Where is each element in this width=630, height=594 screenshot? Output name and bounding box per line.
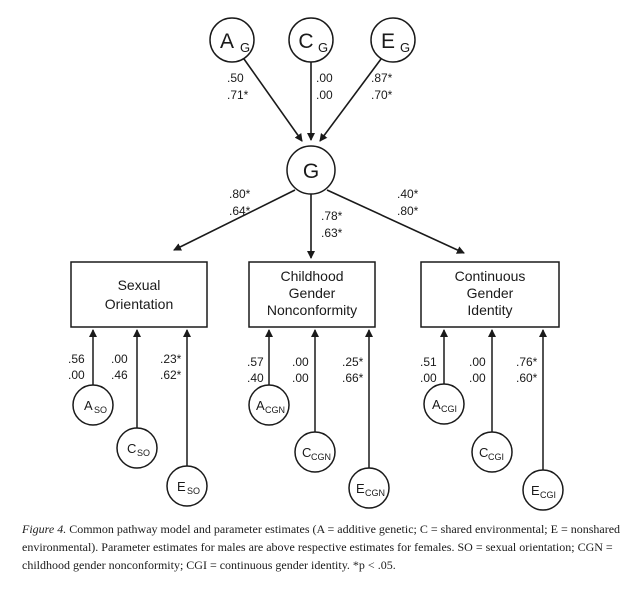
node-ccgi-letter: C bbox=[479, 445, 488, 460]
node-aso: A SO bbox=[72, 384, 114, 426]
path-g-to-so bbox=[173, 189, 296, 251]
path-eg-female: .70* bbox=[371, 88, 393, 102]
path-ccgn-male: .00 bbox=[292, 355, 309, 369]
node-cg-sub: G bbox=[318, 40, 328, 55]
path-cg-female: .00 bbox=[316, 88, 333, 102]
figure-label: Figure 4. bbox=[22, 522, 67, 536]
box-so-line-2: Orientation bbox=[105, 296, 173, 312]
path-ecgi-female: .60* bbox=[516, 371, 538, 385]
box-cgi-line-2: Gender bbox=[467, 285, 514, 301]
path-ccgi-female: .00 bbox=[469, 371, 486, 385]
path-ecgi-male: .76* bbox=[516, 355, 538, 369]
node-ecgi: E CGI bbox=[522, 469, 564, 511]
path-eso-female: .62* bbox=[160, 368, 182, 382]
path-acgn-male: .57 bbox=[247, 355, 264, 369]
node-acgn-sub: CGN bbox=[265, 405, 285, 415]
node-aso-sub: SO bbox=[94, 405, 107, 415]
box-cgi-line-3: Identity bbox=[467, 302, 512, 318]
path-acgi-female: .00 bbox=[420, 371, 437, 385]
node-acgi-sub: CGI bbox=[441, 404, 457, 414]
node-acgi: A CGI bbox=[423, 383, 465, 425]
path-aso-female: .00 bbox=[68, 368, 85, 382]
node-ag: A G bbox=[209, 17, 255, 63]
node-ag-letter: A bbox=[220, 30, 234, 53]
node-acgn-letter: A bbox=[256, 398, 265, 413]
node-cg-letter: C bbox=[298, 30, 313, 53]
node-ecgi-sub: CGI bbox=[540, 490, 556, 500]
path-ccgn-female: .00 bbox=[292, 371, 309, 385]
node-eso-letter: E bbox=[177, 479, 186, 494]
figure-caption: Figure 4. Common pathway model and param… bbox=[22, 520, 622, 574]
path-cso-male: .00 bbox=[111, 352, 128, 366]
node-ecgn: E CGN bbox=[348, 467, 390, 509]
path-ag-female: .71* bbox=[227, 88, 249, 102]
path-acgn-female: .40 bbox=[247, 371, 264, 385]
box-cgn-line-1: Childhood bbox=[280, 268, 343, 284]
path-eg-male: .87* bbox=[371, 71, 393, 85]
node-g: G bbox=[286, 145, 336, 195]
node-eg: E G bbox=[370, 17, 416, 63]
path-ag-to-g bbox=[243, 58, 303, 142]
node-ccgn-letter: C bbox=[302, 445, 311, 460]
path-cso-female: .46 bbox=[111, 368, 128, 382]
node-eso-sub: SO bbox=[187, 486, 200, 496]
box-cgn-line-3: Nonconformity bbox=[267, 302, 357, 318]
node-ccgi-sub: CGI bbox=[488, 452, 504, 462]
path-acgi-male: .51 bbox=[420, 355, 437, 369]
node-ecgn-letter: E bbox=[356, 481, 365, 496]
box-sexual-orientation: Sexual Orientation bbox=[70, 261, 208, 328]
node-acgn: A CGN bbox=[248, 384, 290, 426]
path-g-cgi-female: .80* bbox=[397, 204, 419, 218]
node-ccgn-sub: CGN bbox=[311, 452, 331, 462]
node-aso-letter: A bbox=[84, 398, 93, 413]
node-cso: C SO bbox=[116, 427, 158, 469]
node-ccgn: C CGN bbox=[294, 431, 336, 473]
node-eg-sub: G bbox=[400, 40, 410, 55]
figure-caption-text: Common pathway model and parameter estim… bbox=[22, 522, 621, 572]
box-continuous-gender-identity: Continuous Gender Identity bbox=[420, 261, 560, 328]
box-cgi-line-1: Continuous bbox=[455, 268, 526, 284]
node-cg: C G bbox=[288, 17, 334, 63]
path-g-cgi-male: .40* bbox=[397, 187, 419, 201]
node-g-letter: G bbox=[303, 160, 319, 183]
box-cgn-line-2: Gender bbox=[289, 285, 336, 301]
path-ccgi-male: .00 bbox=[469, 355, 486, 369]
node-ccgi: C CGI bbox=[471, 431, 513, 473]
path-g-cgn-male: .78* bbox=[321, 209, 343, 223]
box-childhood-gender-nonconformity: Childhood Gender Nonconformity bbox=[248, 261, 376, 328]
path-eg-to-g bbox=[319, 58, 382, 142]
path-ecgn-female: .66* bbox=[342, 371, 364, 385]
node-cso-letter: C bbox=[127, 441, 136, 456]
path-g-to-cgi bbox=[326, 189, 465, 254]
node-eg-letter: E bbox=[381, 30, 395, 53]
path-cg-male: .00 bbox=[316, 71, 333, 85]
node-ecgi-letter: E bbox=[531, 483, 540, 498]
node-ecgn-sub: CGN bbox=[365, 488, 385, 498]
path-eso-male: .23* bbox=[160, 352, 182, 366]
path-aso-male: .56 bbox=[68, 352, 85, 366]
node-eso: E SO bbox=[166, 465, 208, 507]
path-g-so-female: .64* bbox=[229, 204, 251, 218]
node-cso-sub: SO bbox=[137, 448, 150, 458]
path-ecgn-male: .25* bbox=[342, 355, 364, 369]
path-g-so-male: .80* bbox=[229, 187, 251, 201]
box-so-line-1: Sexual bbox=[118, 277, 161, 293]
node-ag-sub: G bbox=[240, 40, 250, 55]
path-g-cgn-female: .63* bbox=[321, 226, 343, 240]
path-ag-male: .50 bbox=[227, 71, 244, 85]
node-acgi-letter: A bbox=[432, 397, 441, 412]
